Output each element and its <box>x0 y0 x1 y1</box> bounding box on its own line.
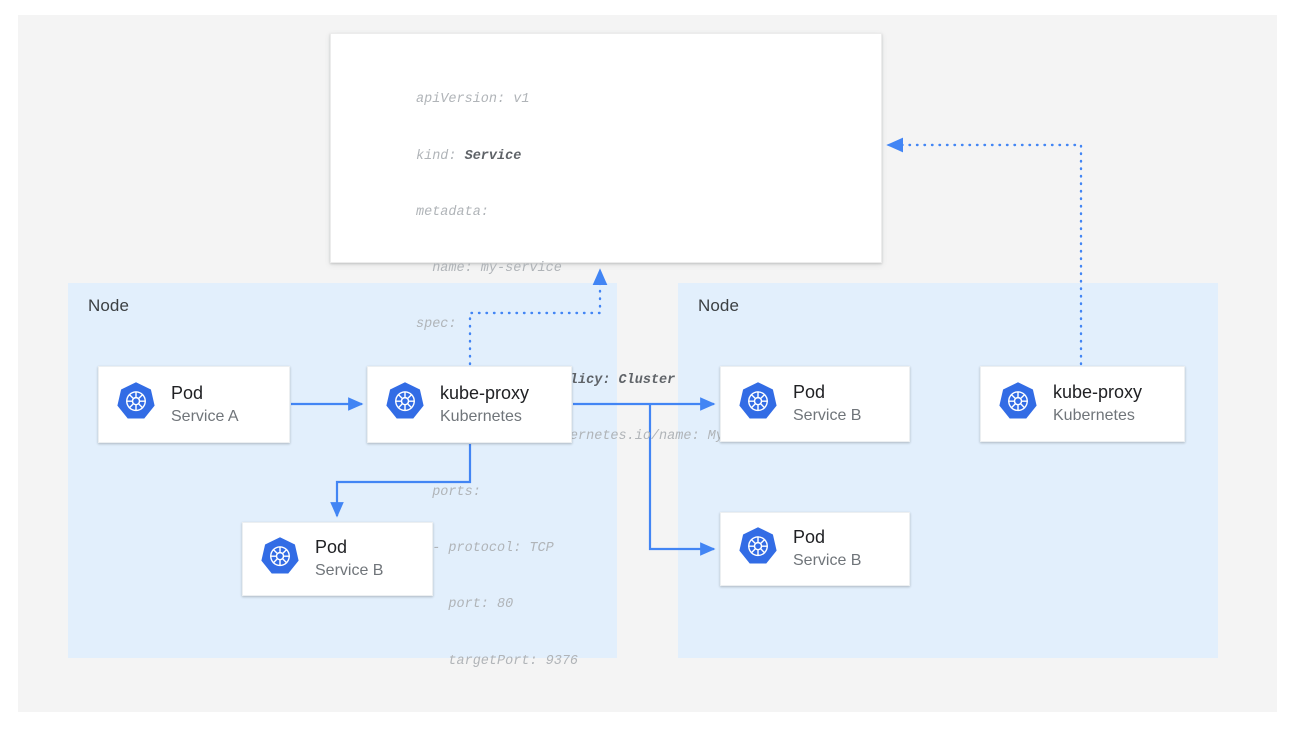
card-subtitle: Service B <box>793 407 862 425</box>
kubernetes-icon <box>259 536 301 583</box>
node-label-right: Node <box>698 296 740 315</box>
card-pod-service-b-left[interactable]: Pod Service B <box>242 522 433 596</box>
yaml-kind-value: Service <box>464 148 522 164</box>
card-text-pod-service-b-left: Pod Service B <box>315 537 383 580</box>
kubernetes-icon <box>384 381 426 428</box>
card-text-kube-proxy-left: kube-proxy Kubernetes <box>440 383 529 426</box>
card-subtitle: Service A <box>171 407 239 425</box>
card-text-pod-service-a: Pod Service A <box>171 383 239 426</box>
node-label-left: Node <box>88 296 130 315</box>
kubernetes-icon <box>115 381 157 428</box>
card-title: kube-proxy <box>440 382 530 403</box>
card-title: Pod <box>171 382 204 403</box>
card-title: Pod <box>793 382 826 403</box>
kubernetes-icon <box>737 381 779 428</box>
yaml-kind-key: kind: <box>416 148 465 164</box>
card-title: Pod <box>315 537 348 558</box>
card-text-pod-service-b-right-bottom: Pod Service B <box>793 527 861 570</box>
card-kube-proxy-right[interactable]: kube-proxy Kubernetes <box>980 366 1185 442</box>
card-pod-service-a[interactable]: Pod Service A <box>98 366 290 443</box>
card-title: kube-proxy <box>1053 382 1143 403</box>
yaml-line-kind: kind: Service <box>416 148 748 167</box>
card-subtitle: Kubernetes <box>440 407 522 425</box>
node-container-right <box>678 283 1218 658</box>
yaml-line-spec: spec: <box>416 316 457 332</box>
card-subtitle: Kubernetes <box>1053 407 1135 425</box>
card-subtitle: Service B <box>793 552 862 570</box>
card-pod-service-b-right-bottom[interactable]: Pod Service B <box>720 512 910 586</box>
kubernetes-icon <box>737 526 779 573</box>
card-text-kube-proxy-right: kube-proxy Kubernetes <box>1053 382 1142 425</box>
yaml-line-port: port: 80 <box>416 597 514 613</box>
card-pod-service-b-right-top[interactable]: Pod Service B <box>720 366 910 442</box>
yaml-line-ports: ports: <box>416 485 481 501</box>
yaml-line-apiversion: apiVersion: v1 <box>416 92 530 108</box>
yaml-line-metadata: metadata: <box>416 204 489 220</box>
yaml-line-targetport: targetPort: 9376 <box>416 653 579 669</box>
card-title: Pod <box>793 527 826 548</box>
kubernetes-icon <box>997 381 1039 428</box>
yaml-line-name: name: my-service <box>416 260 562 276</box>
service-manifest-card: apiVersion: v1 kind: Service metadata: n… <box>330 33 882 669</box>
card-subtitle: Service B <box>315 562 384 580</box>
yaml-line-protocol: - protocol: TCP <box>416 541 554 557</box>
card-text-pod-service-b-right-top: Pod Service B <box>793 382 861 425</box>
card-kube-proxy-left[interactable]: kube-proxy Kubernetes <box>367 366 572 443</box>
